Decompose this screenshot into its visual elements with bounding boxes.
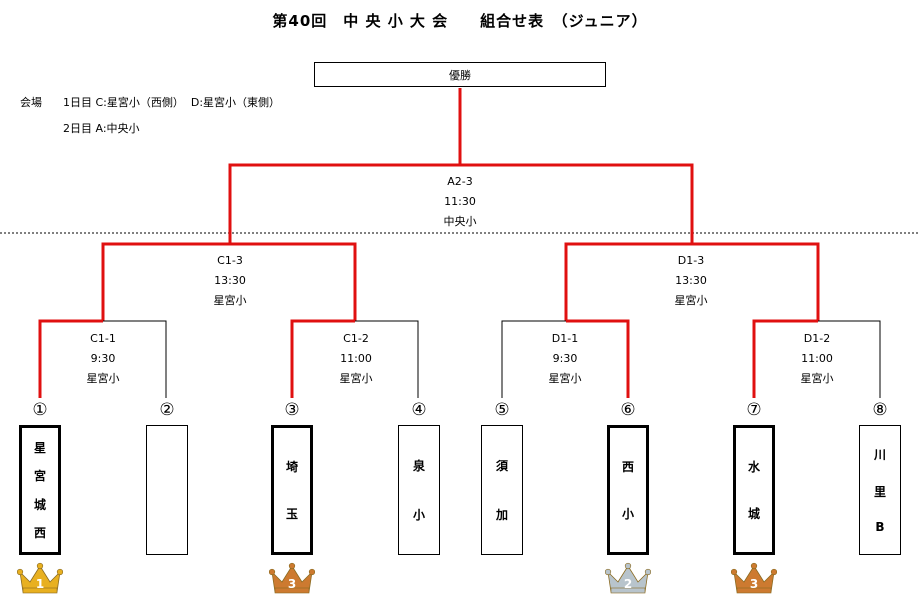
match-label-c1-2: C1-2 11:00 星宮小 [316,329,396,389]
match-time: 9:30 [90,352,116,365]
match-id: D1-3 [677,254,705,267]
team-name-char: 星 [33,441,46,456]
bracket-line [230,242,357,321]
seed-number: ⑤ [494,400,510,420]
team-box: 西小 [607,425,649,555]
team-name-char: 川 [873,448,886,462]
bracket-line [752,319,818,398]
match-time: 13:30 [675,274,707,287]
team-name-char: 加 [495,507,508,522]
champion-box: 優勝 [314,62,606,87]
match-label-semi-d: D1-3 13:30 星宮小 [651,251,731,311]
team-box: 水城 [733,425,775,555]
bracket-line [101,242,230,321]
bracket-line [355,320,419,398]
match-time: 13:30 [214,274,246,287]
team-name-char: 玉 [285,507,298,521]
bracket-line [818,320,881,398]
match-time: 11:30 [444,195,476,208]
crown-place: 3 [750,577,758,591]
match-id: A2-3 [447,175,473,188]
seed-number: ⑧ [872,400,888,420]
bracket-line [228,163,460,244]
match-place: 星宮小 [674,294,708,307]
team-box: 埼玉 [271,425,313,555]
team-box: 川里 B [859,425,901,555]
bracket-line [566,319,630,398]
crown-icon: 3 [269,562,315,594]
match-label-final: A2-3 11:30 中央小 [420,172,500,232]
match-id: C1-2 [343,332,369,345]
team-name-char: 里 [873,485,886,499]
venue-label: 会場 [20,96,42,109]
match-time: 11:00 [340,352,372,365]
team-name-char: 水 [747,460,760,474]
bracket-line [564,242,692,321]
match-label-c1-1: C1-1 9:30 星宮小 [63,329,143,389]
page-title: 第40回 中 央 小 大 会 組合せ表 （ジュニア） [272,12,648,30]
seed-number: ① [32,400,48,420]
seed-number: ② [159,400,175,420]
seed-number: ④ [411,400,427,420]
team-box: 須加 [481,425,523,555]
team-name-char: B [875,520,885,534]
team-name-char: 宮 [33,469,46,484]
team-box: 泉小 [398,425,440,555]
team-name-char: 城 [747,507,760,521]
match-place: 星宮小 [548,372,582,385]
crown-place: 2 [624,577,632,591]
match-id: D1-2 [803,332,831,345]
crown-place: 3 [288,577,296,591]
match-id: C1-3 [217,254,243,267]
team-box [146,425,188,555]
team-box: 星宮城西 [19,425,61,555]
team-name-char: 埼 [285,460,298,474]
match-id: D1-1 [551,332,579,345]
venue-day1: 1日目 C:星宮小（西側） D:星宮小（東側） [63,96,281,109]
match-place: 星宮小 [339,372,373,385]
bracket-line [692,242,820,321]
team-name-char: 西 [33,525,46,540]
team-name-char: 西 [621,460,634,474]
match-id: C1-1 [90,332,116,345]
match-place: 中央小 [443,215,477,228]
team-name-char: 須 [495,459,508,474]
match-label-d1-1: D1-1 9:30 星宮小 [525,329,605,389]
match-place: 星宮小 [86,372,120,385]
team-name-char: 小 [621,507,634,521]
bracket-line [460,163,694,244]
venue-day2: 2日目 A:中央小 [63,122,140,135]
crown-icon: 3 [731,562,777,594]
seed-number: ③ [284,400,300,420]
match-label-d1-2: D1-2 11:00 星宮小 [777,329,857,389]
match-time: 9:30 [552,352,578,365]
seed-number: ⑥ [620,400,636,420]
bracket-line [38,319,103,398]
match-time: 11:00 [801,352,833,365]
seed-number: ⑦ [746,400,762,420]
team-name-char: 泉 [412,459,425,474]
team-name-char: 小 [412,507,425,522]
bracket-line [290,319,355,398]
bracket-line [103,320,167,398]
match-place: 星宮小 [800,372,834,385]
bracket-line [501,320,566,398]
match-label-semi-c: C1-3 13:30 星宮小 [190,251,270,311]
crown-place: 1 [36,577,44,591]
match-place: 星宮小 [213,294,247,307]
crown-icon: 2 [605,562,651,594]
team-name-char: 城 [33,497,46,512]
crown-icon: 1 [17,562,63,594]
